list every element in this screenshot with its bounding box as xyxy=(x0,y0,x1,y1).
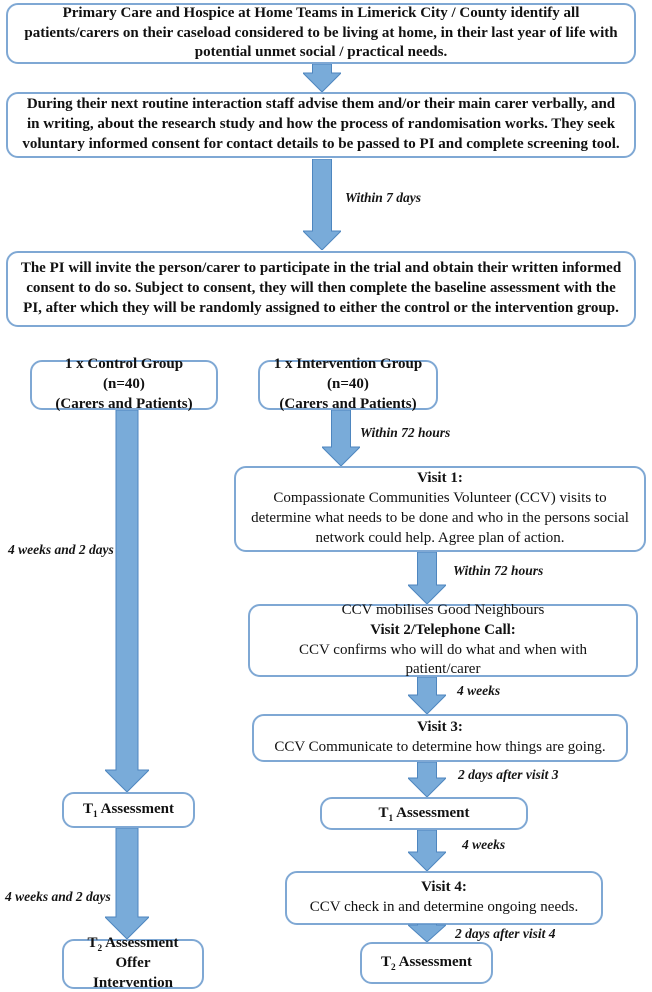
box-t1-assessment-intervention: T1 Assessment xyxy=(320,797,528,830)
box-pi-consent: The PI will invite the person/carer to p… xyxy=(6,251,636,327)
box-t2-assessment-control: T2 Assessment Offer Intervention xyxy=(62,935,204,991)
box-t1-assessment-control: T1 Assessment xyxy=(62,792,195,828)
arrow-down-icon xyxy=(105,410,149,792)
box-control-group: 1 x Control Group (n=40) (Carers and Pat… xyxy=(30,356,218,412)
label-4-weeks-2-days-1: 4 weeks and 2 days xyxy=(8,542,114,557)
arrow-down-icon xyxy=(322,410,360,466)
control-group-line2: (Carers and Patients) xyxy=(55,395,193,412)
visit4-title: Visit 4: xyxy=(421,879,467,896)
label-4-weeks-1: 4 weeks xyxy=(457,683,501,698)
t2-assessment-control-text: T2 Assessment xyxy=(87,935,179,955)
arrow-down-icon xyxy=(408,924,446,942)
box-visit1: Visit 1: Compassionate Communities Volun… xyxy=(234,466,646,552)
visit2-body: CCV confirms who will do what and when w… xyxy=(298,641,588,678)
box-pi-consent-text: The PI will invite the person/carer to p… xyxy=(20,260,622,316)
label-4-weeks-2-days-2: 4 weeks and 2 days xyxy=(5,889,111,904)
arrow-down-icon xyxy=(408,552,446,604)
t2-assessment-intervention-text: T2 Assessment xyxy=(381,954,472,974)
visit1-title: Visit 1: xyxy=(417,470,463,487)
t1-assessment-intervention-text: T1 Assessment xyxy=(378,804,470,824)
box-intervention-group: 1 x Intervention Group (n=40) (Carers an… xyxy=(258,356,438,412)
control-group-line1: 1 x Control Group (n=40) xyxy=(64,356,184,393)
label-within-72-hours-2: Within 72 hours xyxy=(453,563,544,578)
visit3-title: Visit 3: xyxy=(417,719,463,736)
visit1-body: Compassionate Communities Volunteer (CCV… xyxy=(251,490,629,546)
t2-assessment-control-line2: Offer Intervention xyxy=(93,955,173,991)
arrow-down-icon xyxy=(303,159,341,250)
t1-assessment-control-text: T1 Assessment xyxy=(83,801,174,821)
arrow-down-icon xyxy=(303,64,341,92)
label-within-7-days: Within 7 days xyxy=(345,190,422,205)
visit2-line1: CCV mobilises Good Neighbours xyxy=(341,601,545,618)
box-visit3: Visit 3: CCV Communicate to determine ho… xyxy=(252,714,628,762)
box-staff-advise: During their next routine interaction st… xyxy=(6,92,636,158)
visit3-body: CCV Communicate to determine how things … xyxy=(274,739,606,755)
visit2-title: Visit 2/Telephone Call: xyxy=(370,621,516,638)
box-visit4: Visit 4: CCV check in and determine ongo… xyxy=(285,871,603,925)
box-identify-patients: Primary Care and Hospice at Home Teams i… xyxy=(6,3,636,64)
intervention-group-line1: 1 x Intervention Group (n=40) xyxy=(273,356,423,393)
box-visit2: CCV mobilises Good Neighbours Visit 2/Te… xyxy=(248,601,638,677)
label-2-days-after-visit-3: 2 days after visit 3 xyxy=(458,767,559,782)
visit4-body: CCV check in and determine ongoing needs… xyxy=(309,899,579,915)
box-t2-assessment-intervention: T2 Assessment xyxy=(360,942,493,984)
arrow-down-icon xyxy=(408,830,446,871)
box-identify-patients-text: Primary Care and Hospice at Home Teams i… xyxy=(24,4,618,61)
label-within-72-hours-1: Within 72 hours xyxy=(360,425,451,440)
arrow-down-icon xyxy=(408,762,446,797)
label-4-weeks-2: 4 weeks xyxy=(462,837,506,852)
arrow-down-icon xyxy=(408,677,446,714)
label-2-days-after-visit-4: 2 days after visit 4 xyxy=(455,926,556,941)
box-staff-advise-text: During their next routine interaction st… xyxy=(22,96,620,152)
intervention-group-line2: (Carers and Patients) xyxy=(279,395,417,412)
arrow-down-icon xyxy=(105,828,149,939)
